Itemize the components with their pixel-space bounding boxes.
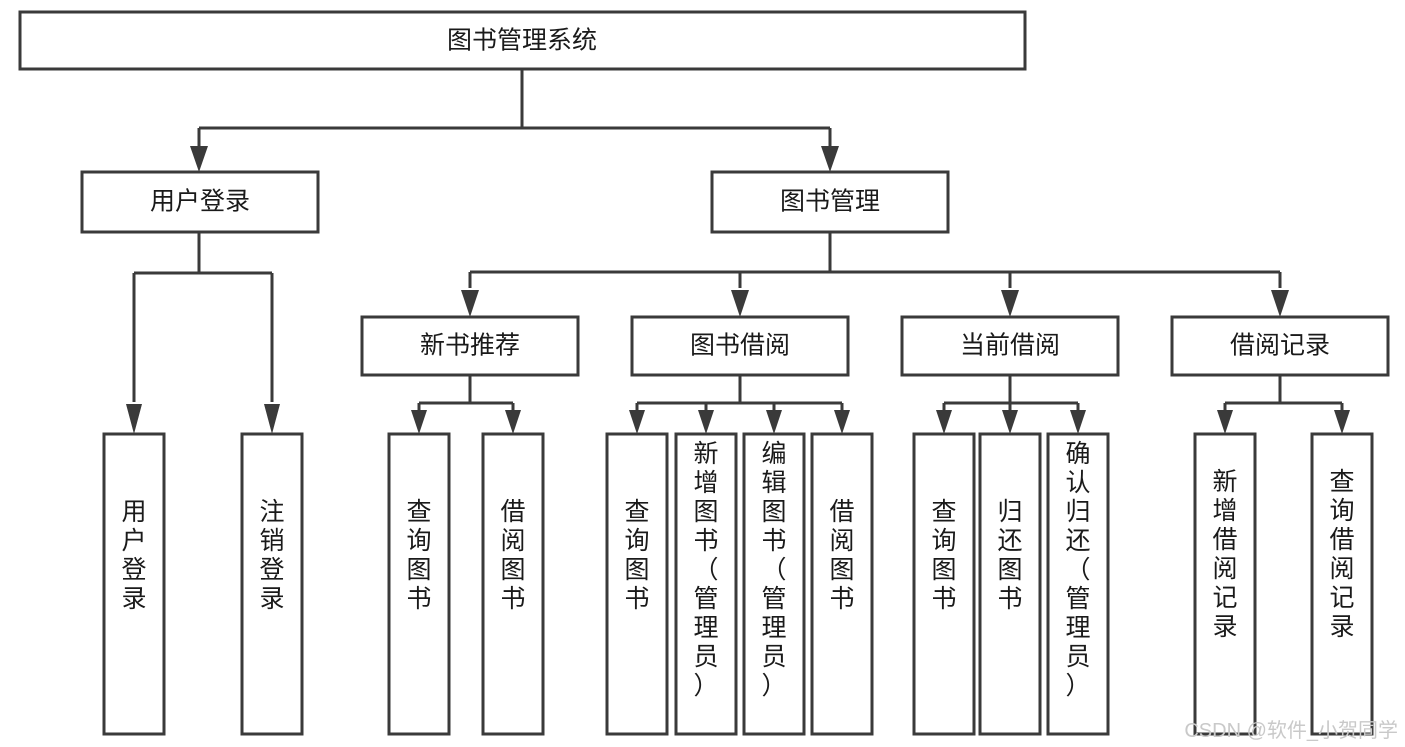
arrow-head-icon <box>190 146 208 172</box>
node-borrow-record-label: 借阅记录 <box>1230 332 1330 360</box>
node-leaf-user-login[interactable]: 用户登录 <box>102 432 166 736</box>
arrow-head-icon <box>1070 410 1086 434</box>
node-current-borrow-box[interactable] <box>900 315 1120 377</box>
node-leaf-return-book-label: 归还图书 <box>997 498 1022 613</box>
node-leaf-logout-login[interactable]: 注销登录 <box>240 432 304 736</box>
connector-book-borrow-to-leaves <box>629 375 850 434</box>
arrow-head-icon <box>1271 290 1289 317</box>
node-book-borrow-box[interactable] <box>630 315 850 377</box>
node-leaf-edit-book[interactable]: 编辑图书（管理员） <box>742 432 806 736</box>
arrow-head-icon <box>629 410 645 434</box>
node-leaf-confirm-return-label: 确认归还（管理员） <box>1065 440 1090 700</box>
arrow-head-icon <box>936 410 952 434</box>
arrow-head-icon <box>461 290 479 317</box>
node-user-login-box[interactable] <box>80 170 320 234</box>
node-leaf-logout-login-box[interactable] <box>240 432 304 736</box>
node-current-borrow-label: 当前借阅 <box>960 332 1060 360</box>
node-leaf-query-book-2[interactable]: 查询图书 <box>605 432 669 736</box>
node-book-manage-box[interactable] <box>710 170 950 234</box>
connector-new-book-rec-to-leaves <box>411 375 521 434</box>
node-leaf-add-book[interactable]: 新增图书（管理员） <box>674 432 738 736</box>
arrow-head-icon <box>411 410 427 434</box>
node-book-manage[interactable]: 图书管理 <box>710 170 950 234</box>
node-leaf-add-book-box[interactable] <box>674 432 738 736</box>
node-leaf-query-book-1-label: 查询图书 <box>406 498 431 613</box>
arrow-head-icon <box>821 146 839 172</box>
arrow-head-icon <box>731 290 749 317</box>
node-leaf-borrow-book-2-box[interactable] <box>810 432 874 736</box>
arrow-head-icon <box>834 410 850 434</box>
node-leaf-return-book[interactable]: 归还图书 <box>978 432 1042 736</box>
arrow-head-icon <box>1001 290 1019 317</box>
arrow-head-icon <box>264 404 280 434</box>
node-leaf-query-book-1-box[interactable] <box>387 432 451 736</box>
node-user-login-label: 用户登录 <box>150 188 250 216</box>
node-leaf-query-record[interactable]: 查询借阅记录 <box>1310 432 1374 736</box>
node-leaf-borrow-book-1-label: 借阅图书 <box>500 498 525 613</box>
node-leaf-borrow-book-2[interactable]: 借阅图书 <box>810 432 874 736</box>
node-leaf-query-book-3-label: 查询图书 <box>931 498 956 613</box>
node-leaf-query-book-3[interactable]: 查询图书 <box>912 432 976 736</box>
node-book-borrow[interactable]: 图书借阅 <box>630 315 850 377</box>
node-leaf-query-book-2-label: 查询图书 <box>624 498 649 613</box>
node-book-manage-label: 图书管理 <box>780 188 880 216</box>
node-leaf-query-book-1[interactable]: 查询图书 <box>387 432 451 736</box>
node-root-label: 图书管理系统 <box>447 27 597 55</box>
node-leaf-return-book-box[interactable] <box>978 432 1042 736</box>
node-leaf-borrow-book-1[interactable]: 借阅图书 <box>481 432 545 736</box>
node-root-box[interactable] <box>18 10 1027 71</box>
connector-book-manage-to-level3 <box>461 232 1289 317</box>
arrow-head-icon <box>126 404 142 434</box>
node-new-book-rec-box[interactable] <box>360 315 580 377</box>
node-leaf-add-record[interactable]: 新增借阅记录 <box>1193 432 1257 736</box>
arrow-head-icon <box>1334 410 1350 434</box>
node-user-login[interactable]: 用户登录 <box>80 170 320 234</box>
node-leaf-edit-book-box[interactable] <box>742 432 806 736</box>
node-leaf-query-book-2-box[interactable] <box>605 432 669 736</box>
node-leaf-add-book-label: 新增图书（管理员） <box>693 440 718 700</box>
node-leaf-edit-book-label: 编辑图书（管理员） <box>761 440 786 700</box>
node-borrow-record[interactable]: 借阅记录 <box>1170 315 1390 377</box>
node-leaf-query-record-box[interactable] <box>1310 432 1374 736</box>
node-leaf-logout-login-label: 注销登录 <box>259 498 284 613</box>
node-book-borrow-label: 图书借阅 <box>690 332 790 360</box>
node-leaf-confirm-return-box[interactable] <box>1046 432 1110 736</box>
connector-borrow-record-to-leaves <box>1217 375 1350 434</box>
node-leaf-add-record-box[interactable] <box>1193 432 1257 736</box>
arrow-head-icon <box>505 410 521 434</box>
connector-user-login-to-leaves <box>126 232 280 434</box>
node-leaf-borrow-book-2-label: 借阅图书 <box>829 498 854 613</box>
node-root[interactable]: 图书管理系统 <box>18 10 1027 71</box>
node-borrow-record-box[interactable] <box>1170 315 1390 377</box>
connector-root-to-level2 <box>190 69 839 172</box>
arrow-head-icon <box>1217 410 1233 434</box>
node-leaf-confirm-return[interactable]: 确认归还（管理员） <box>1046 432 1110 736</box>
arrow-head-icon <box>698 410 714 434</box>
arrow-head-icon <box>1002 410 1018 434</box>
node-leaf-add-record-label: 新增借阅记录 <box>1212 468 1237 641</box>
connector-current-borrow-to-leaves <box>936 375 1086 434</box>
node-leaf-user-login-label: 用户登录 <box>121 498 146 613</box>
node-leaf-user-login-box[interactable] <box>102 432 166 736</box>
arrow-head-icon <box>766 410 782 434</box>
watermark: CSDN @软件_小贺同学 <box>1184 719 1398 742</box>
node-leaf-query-record-label: 查询借阅记录 <box>1329 468 1354 641</box>
node-leaf-borrow-book-1-box[interactable] <box>481 432 545 736</box>
node-new-book-rec-label: 新书推荐 <box>420 332 520 360</box>
node-leaf-query-book-3-box[interactable] <box>912 432 976 736</box>
node-new-book-rec[interactable]: 新书推荐 <box>360 315 580 377</box>
node-current-borrow[interactable]: 当前借阅 <box>900 315 1120 377</box>
